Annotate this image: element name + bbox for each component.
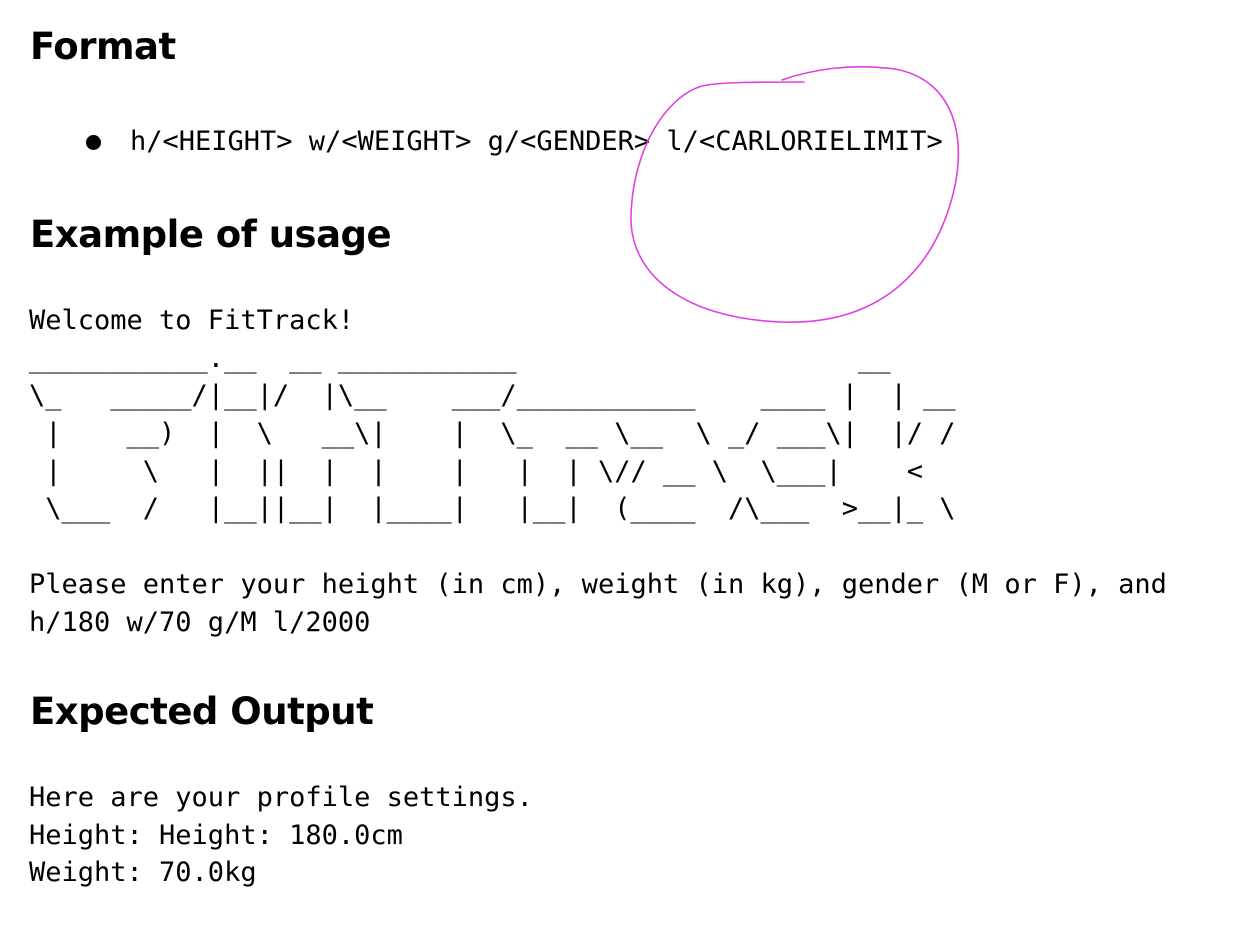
code-line: Height: Height: 180.0cm	[29, 819, 403, 851]
example-code-block: Welcome to FitTrack! ___________.__ __ __…	[29, 302, 1248, 641]
format-list: h/<HEIGHT> w/<WEIGHT> g/<GENDER> l/<CARL…	[0, 122, 943, 162]
ascii-art-line: ___________.__ __ ___________ __	[29, 342, 891, 374]
code-line: Weight: 70.0kg	[29, 857, 257, 889]
ascii-art-line: | __) | \ __\| | \_ __ \__ \ _/ ___\| |/…	[29, 418, 956, 450]
ascii-art-line: \_ _____/|__|/ |\__ ___/___________ ____…	[29, 380, 956, 412]
ascii-art-line: \___ / |__||__| |____| |__| (____ /\___ …	[29, 493, 956, 525]
format-list-item: h/<HEIGHT> w/<WEIGHT> g/<GENDER> l/<CARL…	[0, 122, 943, 162]
code-line: h/180 w/70 g/M l/2000	[29, 606, 371, 638]
code-line: Here are your profile settings.	[29, 782, 533, 813]
code-line: Welcome to FitTrack!	[29, 305, 355, 336]
expected-output-heading: Expected Output	[30, 690, 374, 733]
code-line: Please enter your height (in cm), weight…	[29, 568, 1167, 600]
ascii-art-line	[29, 528, 1248, 566]
format-syntax-text: h/<HEIGHT> w/<WEIGHT> g/<GENDER> l/<CARL…	[130, 126, 943, 157]
expected-output-code-block: Here are your profile settings. Height: H…	[29, 779, 533, 892]
hand-drawn-circle-annotation	[630, 65, 960, 323]
format-heading: Format	[30, 25, 176, 68]
bullet-icon	[86, 135, 101, 150]
example-heading: Example of usage	[30, 213, 392, 256]
ascii-art-line: | \ | || | | | | | \// __ \ \___| <	[29, 455, 924, 487]
